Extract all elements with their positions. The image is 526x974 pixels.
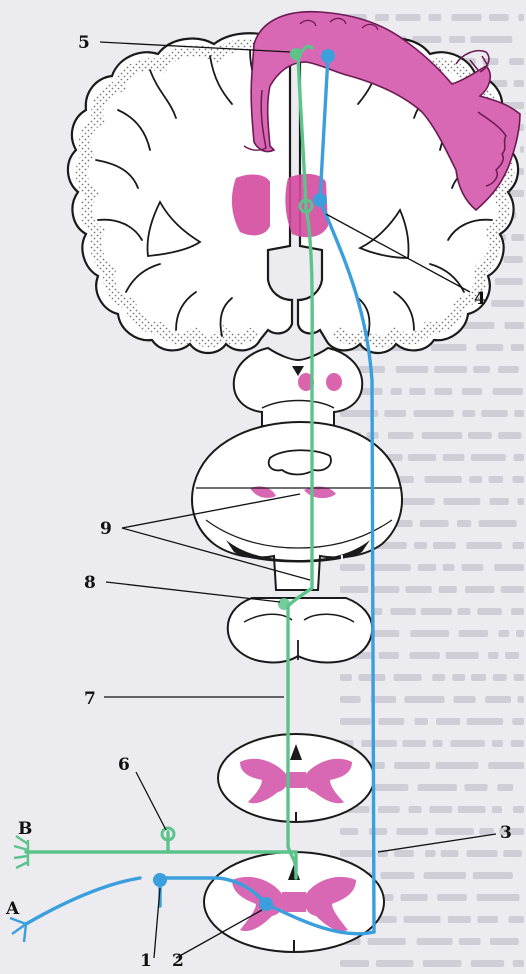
blue-neuron-1 bbox=[153, 873, 167, 887]
midbrain-section bbox=[234, 348, 362, 426]
label-8: 8 bbox=[84, 573, 96, 593]
green-neuron-5 bbox=[290, 48, 302, 60]
label-9: 9 bbox=[100, 519, 112, 539]
blue-neuron-4 bbox=[313, 193, 327, 207]
pons-section bbox=[192, 422, 402, 590]
left-thalamus bbox=[232, 175, 270, 236]
label-4: 4 bbox=[474, 289, 486, 309]
label-5: 5 bbox=[78, 33, 90, 53]
receptor-a bbox=[10, 918, 26, 942]
label-2: 2 bbox=[172, 951, 184, 971]
green-neuron-8 bbox=[278, 598, 290, 610]
label-B: В bbox=[18, 819, 32, 839]
label-7: 7 bbox=[84, 689, 96, 709]
medulla-section bbox=[228, 598, 372, 663]
blue-neuron-2 bbox=[259, 897, 273, 911]
spinal-cord-upper bbox=[218, 734, 374, 822]
label-3: 3 bbox=[500, 823, 512, 843]
label-6: 6 bbox=[118, 755, 130, 775]
label-1: 1 bbox=[140, 951, 152, 971]
label-A: A bbox=[5, 899, 20, 919]
blue-neuron-5 bbox=[321, 49, 335, 63]
